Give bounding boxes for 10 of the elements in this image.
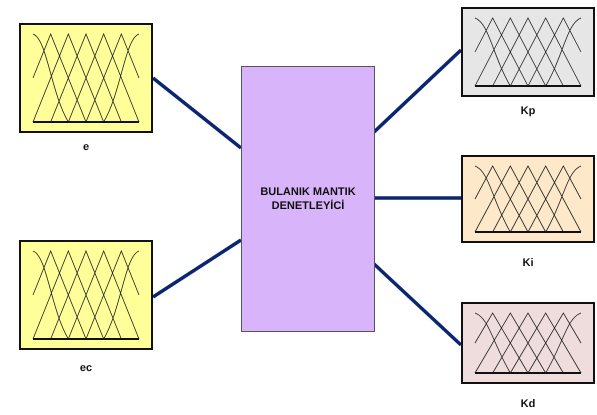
controller-box (241, 66, 375, 332)
controller-label: BULANIK MANTIK DENETLEYİCİ (259, 185, 357, 213)
variable-label: ec (78, 362, 94, 374)
variable-label: Kp (520, 105, 536, 117)
connector-line (152, 76, 242, 150)
variable-label: Ki (522, 257, 534, 269)
connector-line (373, 196, 461, 200)
connector-line (152, 238, 242, 298)
variable-label: Kd (520, 398, 536, 410)
variable-label: e (82, 141, 90, 153)
